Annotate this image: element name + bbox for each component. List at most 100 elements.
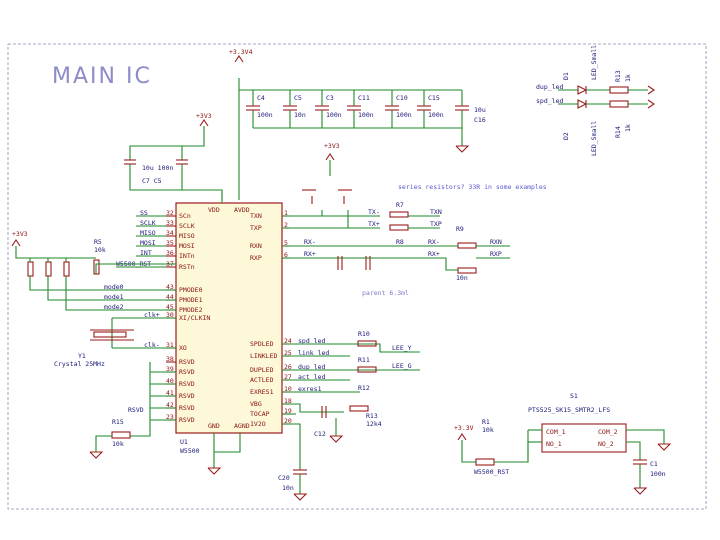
ic-pin-name: RSVD	[179, 358, 195, 366]
crystal-y1: Y1 Crystal 25MHz	[54, 317, 176, 368]
c20-ref: C20	[278, 474, 290, 482]
ic-pin-num: 33	[166, 219, 174, 227]
ic-pin-net: link_led	[298, 349, 329, 357]
ic-pin-num: 6	[284, 251, 288, 259]
r13b-ref: R13	[366, 412, 378, 420]
cap-ref: C10	[396, 94, 408, 102]
net-rx-neg: RX-	[304, 238, 316, 246]
sw-pin-no1: NO_1	[546, 440, 562, 448]
rsvd-resistor: RSVD R15 10k	[89, 362, 176, 459]
ethernet-lines: +3V3 TX- TX+ TXN TXP R7 RX- RX+ R8 RX- R…	[282, 142, 510, 297]
cap-value: 100n	[257, 111, 273, 119]
power-label-3v3e: +3.3V	[454, 424, 474, 432]
power-label-3v3a: +3.3V4	[229, 48, 253, 56]
ic-pin-name: SCLK	[179, 222, 195, 230]
net-rx-neg-2: RX-	[428, 238, 440, 246]
r10-label: R10	[358, 330, 370, 338]
ic-pin-num: 10	[284, 385, 292, 393]
ic-pin-name: RXP	[250, 254, 262, 262]
r5-ref: R5	[94, 238, 102, 246]
led2-ref: D2	[562, 132, 570, 140]
ic-pin-name: VBG	[250, 400, 262, 408]
ic-left-pins: SCn32SSSCLK33SCLKMISO34MISOMOSI35MOSIINT…	[104, 209, 210, 424]
r15-val: 10k	[112, 440, 124, 448]
ic-pin-net: exres1	[298, 385, 322, 393]
ic-pin-net: INT	[140, 249, 152, 257]
led1-ref: D1	[562, 72, 570, 80]
sw-pin-com2: COM_2	[598, 428, 618, 436]
led1-model: LED_Small	[590, 45, 598, 80]
ic-pin-num: 27	[284, 373, 292, 381]
net-tx-pos: TX+	[368, 220, 380, 228]
ic-pin-name: RSVD	[179, 416, 195, 424]
sheet-title: MAIN IC	[52, 64, 152, 89]
ic-pin-name: RSVD	[179, 368, 195, 376]
ic-pin-name: TXN	[250, 212, 262, 220]
ic-pin-name: RXN	[250, 242, 262, 250]
note-series-resistors: series resistors? 33R in some examples	[398, 183, 547, 191]
cap-value: 10n	[294, 111, 306, 119]
ic-pin-net: SS	[140, 209, 148, 217]
ic-pin-name: SCn	[179, 212, 191, 220]
ic-pin-net: mode2	[104, 303, 124, 311]
ic-pin-name: XO	[179, 344, 187, 352]
sw-pin-no2: NO_2	[598, 440, 614, 448]
ic-pin-num: 1	[284, 209, 288, 217]
ic-pin-name: ACTLED	[250, 376, 274, 384]
ic-pin-num: 44	[166, 293, 174, 301]
ic-pin-name: SPDLED	[250, 340, 274, 348]
ic-pin-num: 24	[284, 337, 292, 345]
led-net: dup_led	[536, 83, 563, 91]
power-label-3v3c: +3V3	[12, 230, 28, 238]
cap-ref: C15	[428, 94, 440, 102]
cap-ref: C3	[326, 94, 334, 102]
c1-val: 100n	[650, 470, 666, 478]
ic-pin-num: 2	[284, 221, 288, 229]
ic-pin-num: 20	[284, 417, 292, 425]
ic-pin-name: LINKLED	[250, 352, 277, 360]
mode-pullups: +3V3 R5 10k	[11, 230, 176, 311]
cap-value: 100n	[358, 111, 374, 119]
led2-model: LED_Small	[590, 121, 598, 156]
ic-pin-num: 26	[284, 363, 292, 371]
ic-pin-name: RSTn	[179, 263, 195, 271]
r7-label: R7	[396, 201, 404, 209]
ic-pin-name: RSVD	[179, 404, 195, 412]
sw-r-ref: R1	[482, 418, 490, 426]
r13b-val: 12k4	[366, 420, 382, 428]
r5-val: 10k	[94, 246, 106, 254]
led2-rval: 1k	[624, 124, 632, 132]
r15-ref: R15	[112, 418, 124, 426]
rsvd-net-label: RSVD	[128, 406, 144, 414]
ic-value: W5500	[180, 447, 200, 455]
ic-pin-num: 45	[166, 303, 174, 311]
net-rx-pos: RX+	[304, 250, 316, 258]
r9-label: R9	[456, 225, 464, 233]
ic-pin-net: MOSI	[140, 239, 156, 247]
ic-pin-num: 31	[166, 341, 174, 349]
ic-pin-vdd: VDD	[208, 206, 220, 214]
r11-label: R11	[358, 356, 370, 364]
ic-pin-num: 35	[166, 239, 174, 247]
ic-pin-num: 18	[284, 397, 292, 405]
ic-pin-name: XI/CLKIN	[179, 314, 210, 322]
ic-pin-name: PMODE2	[179, 306, 203, 314]
crystal-ref: Y1	[78, 352, 86, 360]
cap-ref: C11	[358, 94, 370, 102]
ic-pin-num: 30	[166, 311, 174, 319]
sw-pin-com1: COM_1	[546, 428, 566, 436]
ic-pin-name: TXP	[250, 224, 262, 232]
ic-pin-net: dup_led	[298, 363, 325, 371]
sw-r-val: 10k	[482, 426, 494, 434]
switch-ref: S1	[570, 392, 578, 400]
c1-ref: C1	[650, 460, 658, 468]
ic-pin-num: 32	[166, 209, 174, 217]
ic-ref: U1	[180, 438, 188, 446]
ic-pin-num: 39	[166, 365, 174, 373]
ic-pin-name: DUPLED	[250, 366, 274, 374]
ic-pin-net: SCLK	[140, 219, 156, 227]
ic-pin-num: 38	[166, 355, 174, 363]
net-rxn: RXN	[490, 238, 502, 246]
